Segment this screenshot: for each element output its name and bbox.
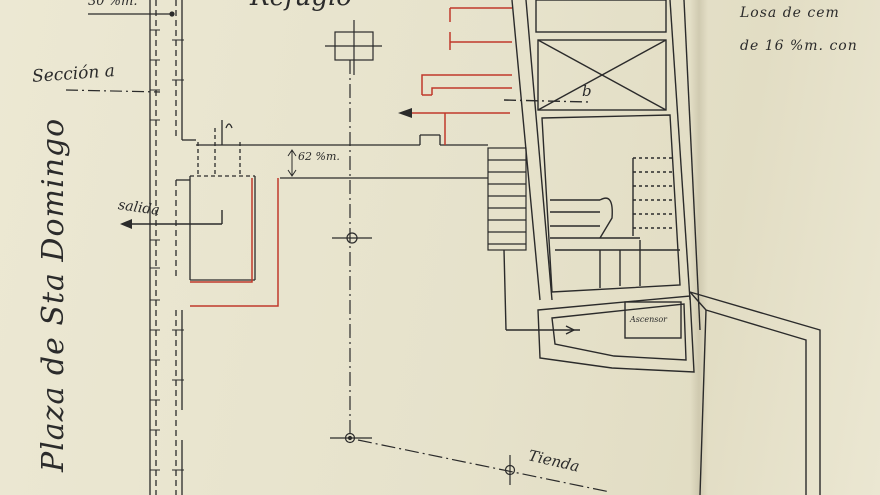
cota-label: 30 %m. [88, 0, 138, 9]
stair-core [503, 0, 701, 331]
point-b-label: b [582, 82, 592, 100]
note-line-2: de 16 %m. con [740, 38, 858, 54]
ascensor-label: Ascensor [630, 315, 667, 324]
salida-arrow [128, 210, 223, 225]
section-line-a [65, 11, 175, 93]
red-service-lines [190, 7, 512, 307]
exit-arrow-head-right [398, 108, 412, 118]
top-title-partial: Refugio [250, 0, 352, 12]
corridor-walls [189, 120, 488, 281]
dimension-label: 62 %m. [298, 150, 340, 163]
stair-flight [487, 147, 527, 251]
dimension-62 [287, 149, 297, 177]
left-wall [149, 0, 196, 495]
elevator-area [503, 249, 821, 495]
wall-hatching [150, 29, 184, 471]
center-axis [325, 20, 611, 493]
plaza-label: Plaza de Sta Domingo [36, 117, 71, 472]
note-line-1: Losa de cem [740, 5, 840, 21]
salida-arrow-head [120, 219, 132, 229]
